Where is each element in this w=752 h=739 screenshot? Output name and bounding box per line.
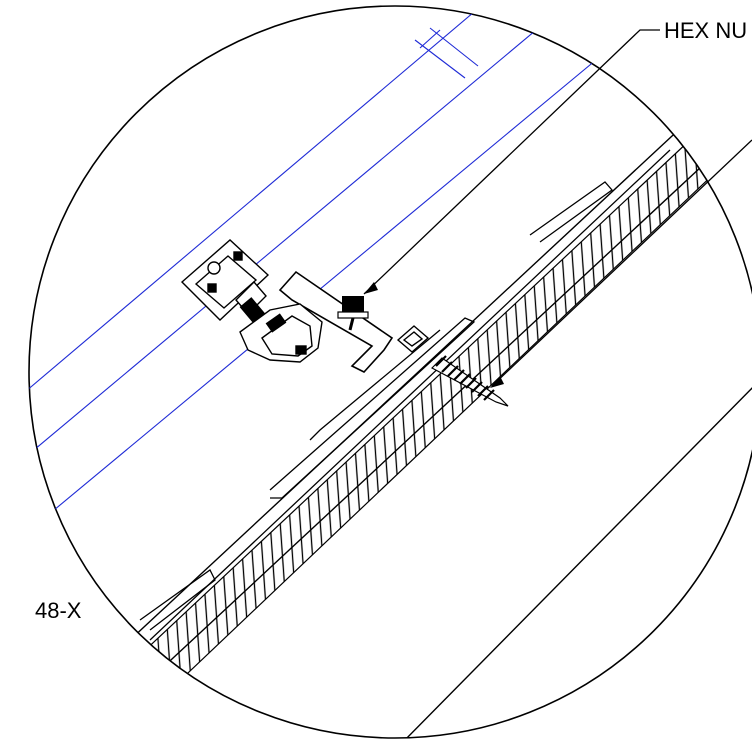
- lag-screw: [431, 355, 509, 407]
- callout-hex-nut: HEX NU: [664, 18, 748, 43]
- rail-clamp: [180, 239, 323, 363]
- detail-circle: [28, 5, 752, 739]
- flashing: [139, 149, 671, 641]
- l-foot-bracket: [278, 270, 394, 373]
- leader-lag-screw-arrow: [490, 376, 504, 388]
- leader-lag-screw: [491, 139, 752, 387]
- hex-nut: [337, 296, 369, 331]
- leader-hex-nut-arrow: [364, 282, 378, 294]
- flashing-block: [396, 325, 430, 353]
- module-frame: [29, 6, 621, 531]
- sheathing-hatch: [139, 139, 721, 691]
- leader-hex-nut: [363, 29, 660, 295]
- detail-reference-label: 48-X: [35, 598, 82, 623]
